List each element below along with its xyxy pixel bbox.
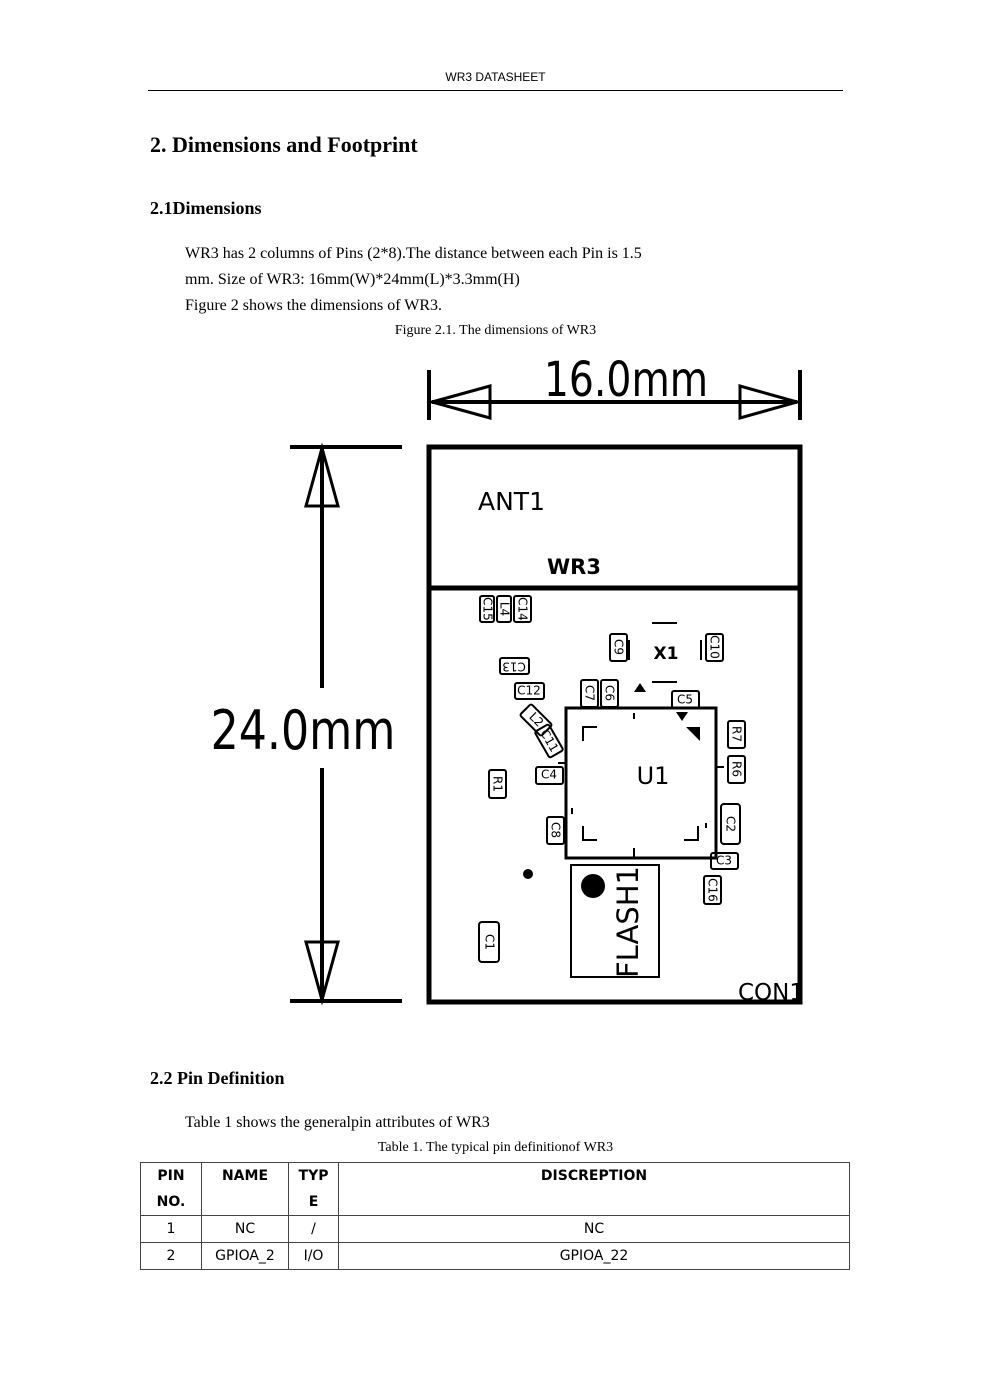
cell-type: I/O (288, 1242, 339, 1270)
component-label-r7: R7 (730, 726, 744, 742)
dimension-drawing: 16.0mm 24.0mm ANT1 WR3 U1 X1 CON1 FLASH1… (211, 352, 804, 1006)
crystal-label: X1 (654, 644, 679, 664)
pin-definition-intro: Table 1 shows the generalpin attributes … (185, 1114, 490, 1131)
dimensions-line-2: mm. Size of WR3: 16mm(W)*24mm(L)*3.3mm(H… (185, 271, 520, 288)
component-label-c6: C6 (603, 685, 617, 701)
component-label-c8: C8 (549, 822, 563, 838)
antenna-label: ANT1 (478, 487, 545, 516)
dimensions-line-1: WR3 has 2 columns of Pins (2*8).The dist… (185, 245, 642, 262)
connector-label: CON1 (738, 980, 804, 1006)
cell-description: NC (338, 1215, 850, 1243)
component-label-r6: R6 (730, 761, 744, 777)
dimensions-line-3: Figure 2 shows the dimensions of WR3. (185, 297, 443, 314)
figure-caption: Figure 2.1. The dimensions of WR3 (394, 323, 597, 338)
component-label-l4: L4 (498, 602, 512, 616)
header-name: NAME (201, 1162, 289, 1216)
header-description: DISCREPTION (338, 1162, 850, 1216)
component-label-c10: C10 (708, 635, 722, 659)
component-label-c5: C5 (677, 693, 693, 707)
component-label-c11: C11 (537, 727, 561, 754)
component-label-c13: C13 (502, 660, 526, 674)
component-label-c9: C9 (612, 639, 626, 655)
cell-name: GPIOA_2 (201, 1242, 289, 1270)
running-header: WR3 DATASHEET (445, 70, 546, 84)
component-label-c2: C2 (724, 816, 738, 832)
header-rule (148, 90, 843, 91)
height-dimension-label: 24.0mm (211, 699, 396, 762)
component-label-c16: C16 (706, 878, 720, 902)
chip-label: U1 (637, 762, 670, 790)
component-label-c12: C12 (517, 684, 541, 698)
cell-pin: 1 (140, 1215, 202, 1243)
dimensions-heading: 2.1Dimensions (150, 198, 262, 218)
section-heading: 2. Dimensions and Footprint (150, 132, 418, 157)
cell-pin: 2 (140, 1242, 202, 1270)
cell-name: NC (201, 1215, 289, 1243)
cell-description: GPIOA_22 (338, 1242, 850, 1270)
pin-definition-heading: 2.2 Pin Definition (150, 1068, 285, 1088)
module-label: WR3 (547, 555, 601, 579)
table-row: 2 GPIOA_2 I/O GPIOA_22 (140, 1242, 850, 1270)
table-caption: Table 1. The typical pin definitionof WR… (377, 1140, 614, 1155)
component-label-c14: C14 (516, 597, 530, 621)
cell-type: / (288, 1215, 339, 1243)
table-row: 1 NC / NC (140, 1215, 850, 1243)
component-label-c4: C4 (541, 768, 557, 782)
component-label-c7: C7 (583, 685, 597, 701)
component-label-c3: C3 (716, 854, 732, 868)
component-label-c1: C1 (483, 934, 497, 950)
width-dimension-label: 16.0mm (544, 352, 708, 408)
flash-label: FLASH1 (611, 866, 645, 978)
component-label-c15: C15 (481, 597, 495, 621)
component-label-r1: R1 (491, 776, 505, 792)
